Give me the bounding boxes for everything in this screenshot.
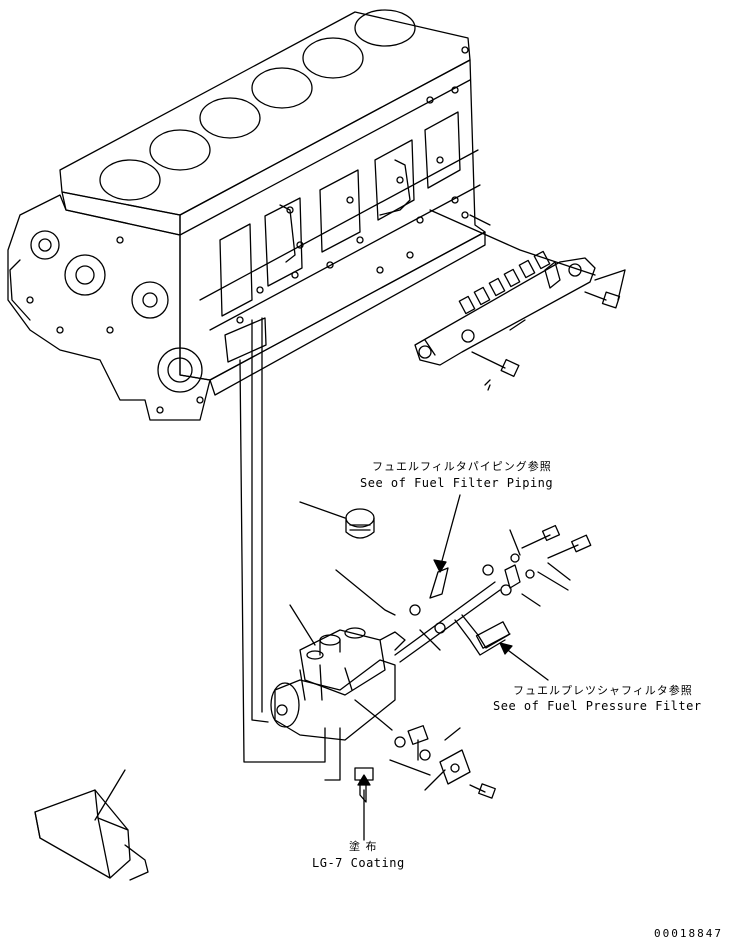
fuel-pressure-filter-label-en: See of Fuel Pressure Filter xyxy=(493,699,702,713)
drain-fittings xyxy=(395,726,495,798)
fuel-pressure-filter-label-jp: フュエルプレツシャフィルタ参照 xyxy=(513,684,693,697)
plug-fitting xyxy=(346,509,374,538)
block-bolts xyxy=(237,47,468,323)
filter-piping-pointer xyxy=(434,495,460,572)
coating-label-jp: 塗 布 xyxy=(349,840,378,853)
supply-pump xyxy=(271,628,405,740)
cylinder-block xyxy=(8,10,485,420)
rail-bolt-lower xyxy=(472,352,519,376)
drive-adapter-tool xyxy=(35,770,148,880)
cylinder-bores xyxy=(100,10,415,200)
drawing-number: 00018847 xyxy=(654,927,723,940)
leader-lines xyxy=(290,270,625,790)
rail-outlets xyxy=(459,251,549,313)
pressure-filter-pointer xyxy=(500,643,548,680)
coating-label-en: LG-7 Coating xyxy=(312,856,405,870)
rail-bolt-upper xyxy=(585,292,620,308)
fuel-filter-piping-label-jp: フュエルフィルタパイピング参照 xyxy=(372,460,552,473)
feed-pipe xyxy=(240,318,340,780)
fuel-filter-piping-label-en: See of Fuel Filter Piping xyxy=(360,476,554,490)
filter-bolts xyxy=(522,526,591,558)
pump-fittings xyxy=(395,554,534,662)
common-rail xyxy=(415,251,595,365)
pump-mount-bolt xyxy=(355,768,373,840)
